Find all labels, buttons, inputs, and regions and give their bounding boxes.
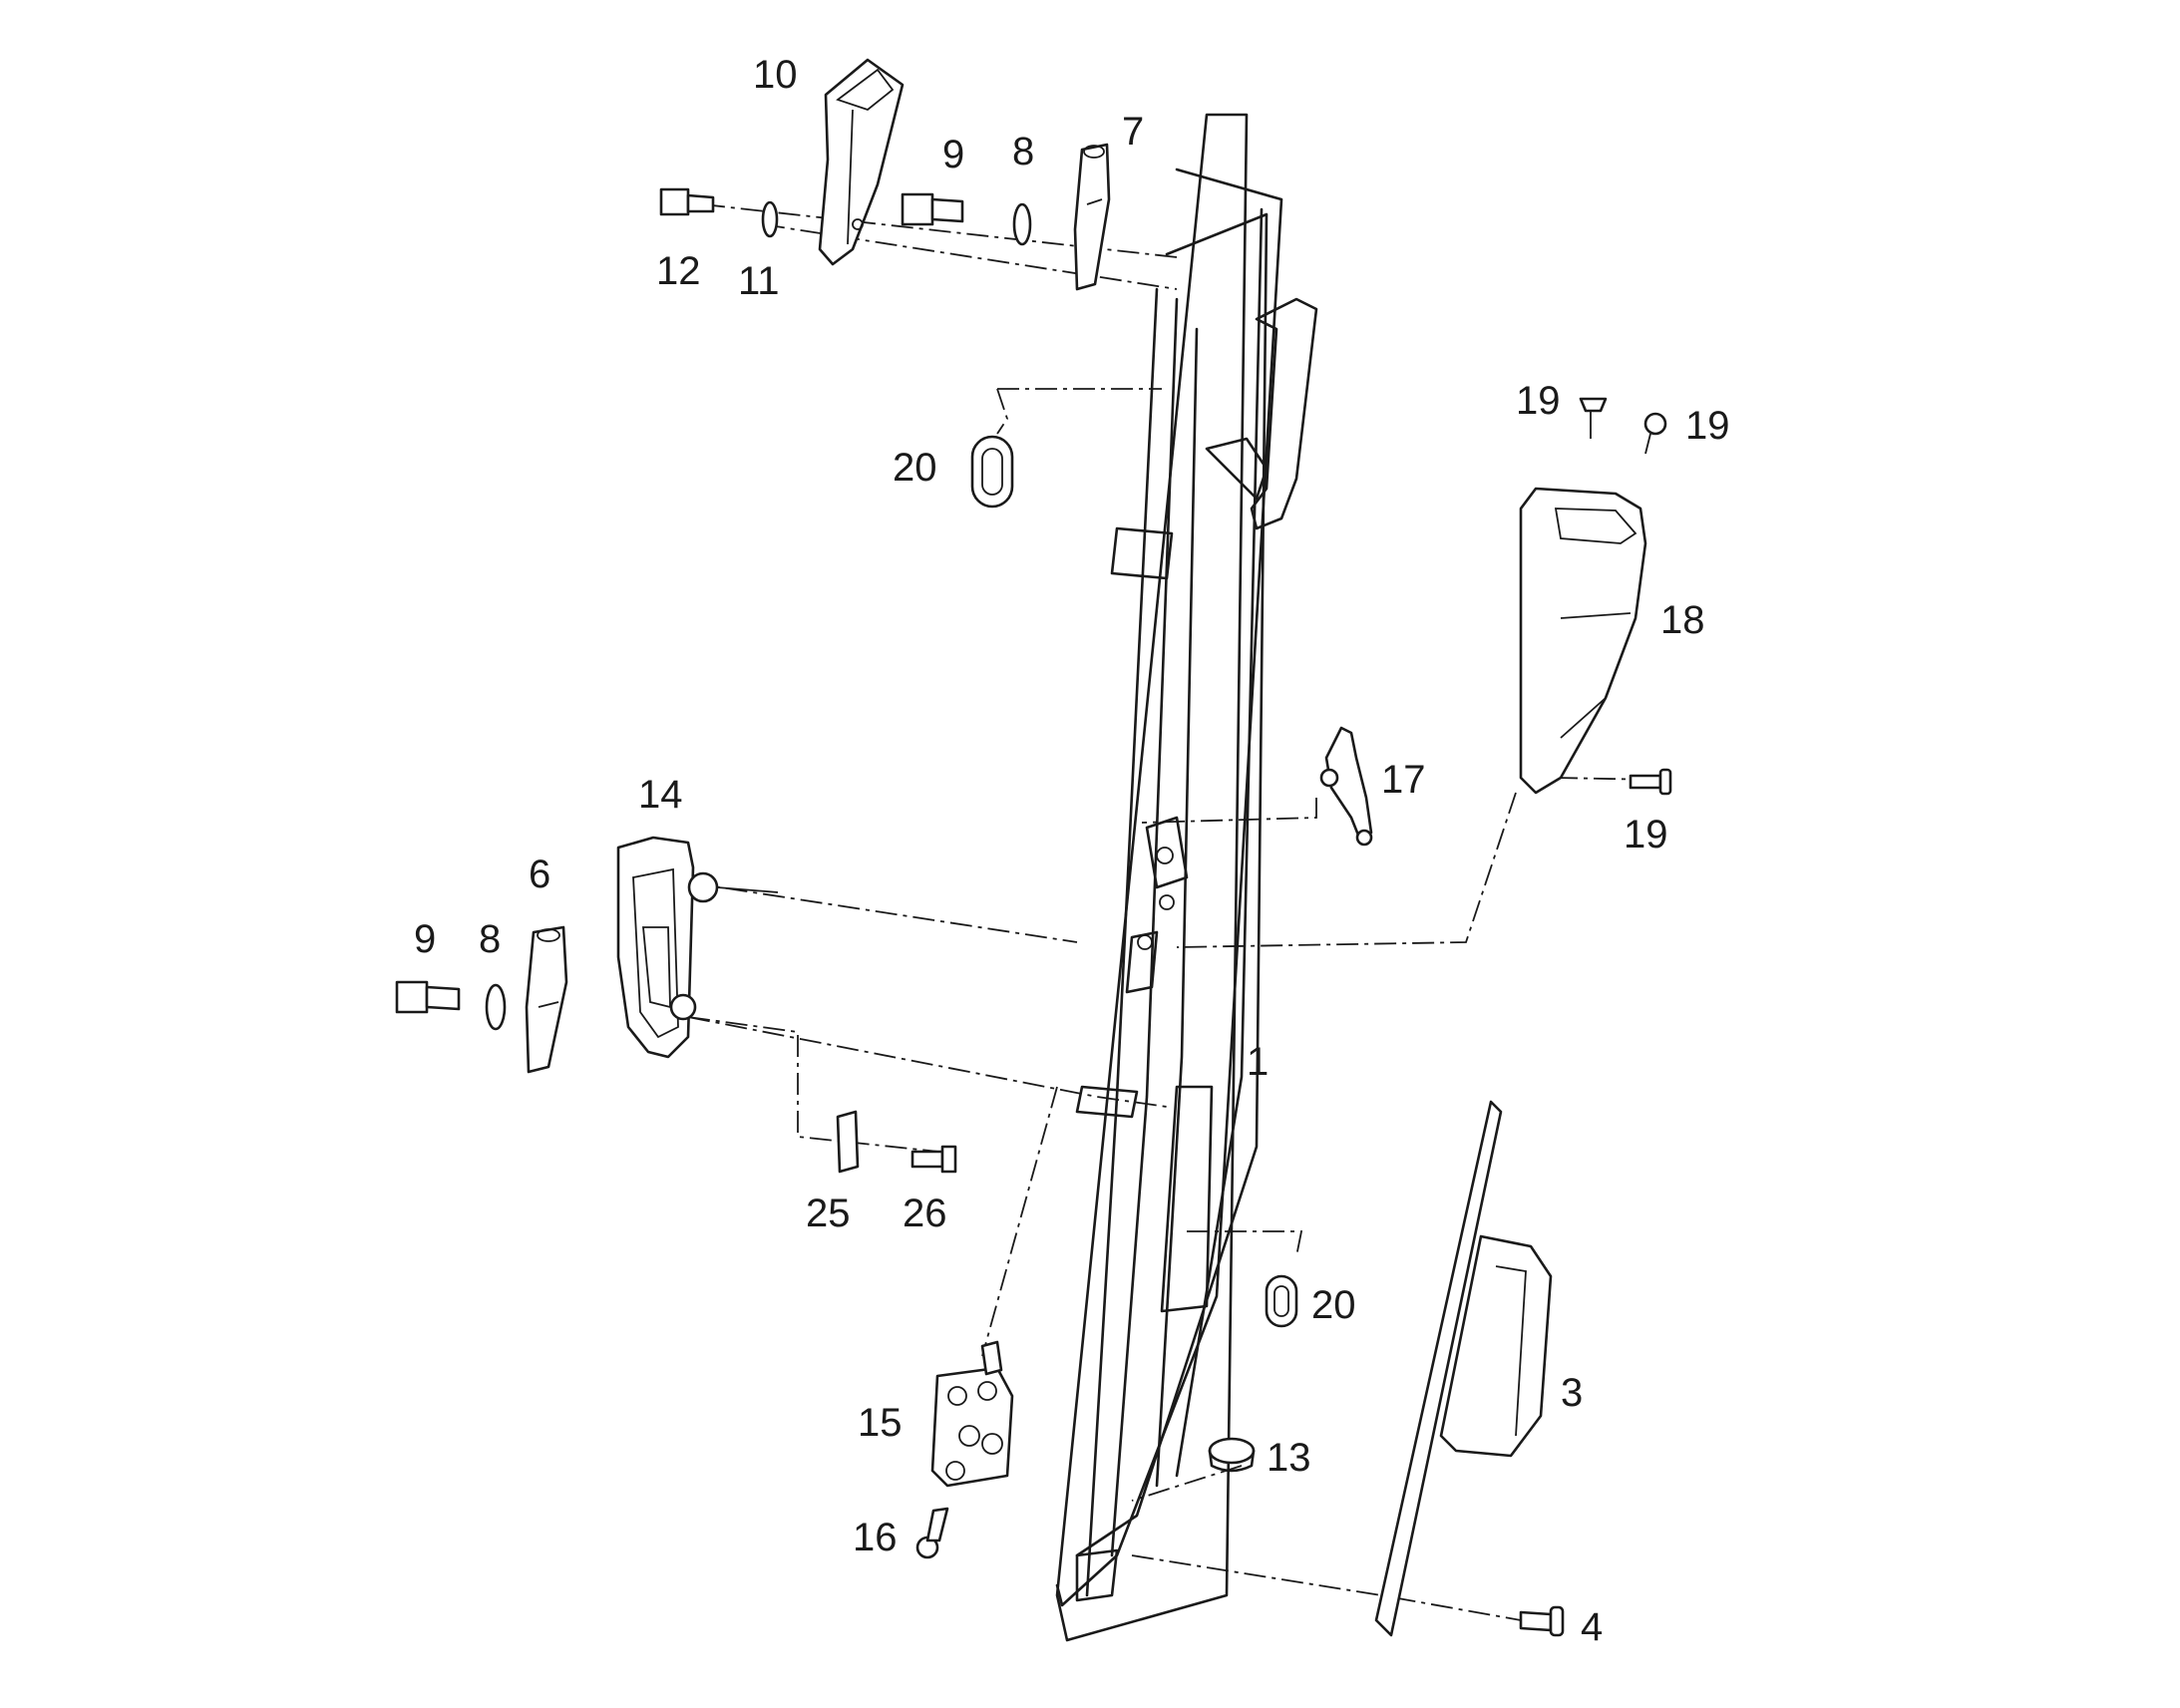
part-17-latch bbox=[1319, 726, 1373, 847]
part-6-hinge bbox=[525, 925, 568, 1074]
callout-10: 10 bbox=[753, 53, 798, 97]
bolt-9-left bbox=[395, 980, 461, 1014]
callout-14: 14 bbox=[638, 773, 683, 817]
callout-16: 16 bbox=[853, 1516, 898, 1559]
callout-13: 13 bbox=[1267, 1436, 1311, 1480]
callout-26: 26 bbox=[903, 1192, 947, 1235]
callout-12: 12 bbox=[656, 249, 701, 293]
part-13-plug bbox=[1208, 1437, 1256, 1473]
callout-19-b: 19 bbox=[1685, 404, 1730, 448]
callout-7: 7 bbox=[1122, 110, 1144, 154]
part-18-cover bbox=[1519, 487, 1647, 795]
callout-18: 18 bbox=[1660, 598, 1705, 642]
callout-3: 3 bbox=[1561, 1371, 1583, 1415]
washer-11 bbox=[761, 200, 779, 238]
callout-9-left: 9 bbox=[414, 917, 436, 961]
door-frame bbox=[1055, 113, 1318, 1642]
callout-15: 15 bbox=[858, 1401, 903, 1445]
part-10-bracket bbox=[818, 58, 905, 266]
callouts: 10 9 8 7 12 11 20 19 19 18 17 19 14 6 9 … bbox=[414, 53, 1730, 1649]
callout-19-a: 19 bbox=[1516, 379, 1561, 423]
callout-11: 11 bbox=[738, 259, 780, 303]
bolt-12 bbox=[659, 187, 715, 216]
part-7-hinge bbox=[1073, 143, 1111, 291]
bolt-9-top bbox=[901, 192, 964, 226]
callout-25: 25 bbox=[806, 1192, 851, 1235]
part-4-screw bbox=[1519, 1605, 1565, 1637]
callout-9-top: 9 bbox=[942, 133, 964, 176]
washer-8-top bbox=[1012, 202, 1032, 246]
callout-20-bottom: 20 bbox=[1311, 1283, 1356, 1327]
part-26-screw bbox=[910, 1145, 957, 1174]
leader-lines bbox=[687, 203, 1656, 1621]
part-19-screw-a bbox=[1579, 397, 1608, 439]
callout-17: 17 bbox=[1381, 758, 1426, 802]
part-3-panel bbox=[1374, 1100, 1553, 1637]
part-15-lock bbox=[930, 1340, 1014, 1488]
part-19-screw-b bbox=[1643, 412, 1667, 455]
callout-1: 1 bbox=[1247, 1040, 1269, 1084]
callout-6: 6 bbox=[529, 853, 550, 896]
part-20-grommet-bottom bbox=[1265, 1274, 1298, 1328]
callout-19-c: 19 bbox=[1624, 813, 1668, 856]
washer-8-left bbox=[485, 983, 507, 1031]
callout-8-left: 8 bbox=[479, 917, 501, 961]
part-25-plate bbox=[836, 1110, 860, 1174]
part-16-screw bbox=[915, 1507, 949, 1559]
callout-20-top: 20 bbox=[893, 446, 937, 490]
callout-8-top: 8 bbox=[1012, 130, 1034, 173]
part-20-grommet-top bbox=[970, 435, 1014, 509]
part-14-handle bbox=[616, 836, 779, 1059]
part-19-screw-c bbox=[1629, 768, 1672, 796]
callout-4: 4 bbox=[1581, 1605, 1603, 1649]
